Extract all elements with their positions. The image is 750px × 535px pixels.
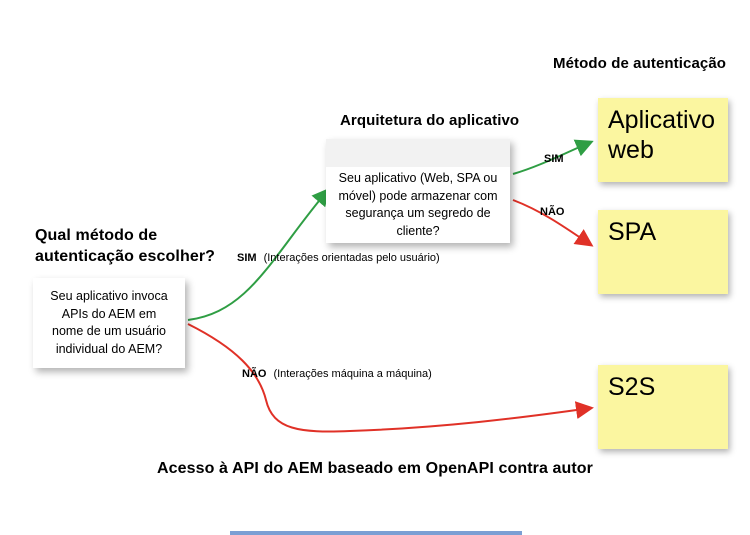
edge-label-sim-user: SIM (Interações orientadas pelo usuário) <box>237 252 440 264</box>
edge-nao-machine-arrow <box>187 323 594 433</box>
question-line: individual do AEM? <box>55 341 163 356</box>
question-line: Seu aplicativo invoca <box>50 289 168 303</box>
heading-which-method-line: Qual método de <box>35 227 158 244</box>
sticky-note-web-app: Aplicativo web <box>598 98 728 182</box>
edge-label-nao: NÃO <box>242 368 267 380</box>
question-line: cliente? <box>396 223 440 238</box>
edge-label-sim: SIM <box>237 252 257 264</box>
sticky-note-spa: SPA <box>598 210 728 294</box>
heading-which-method-line: autenticação escolher? <box>35 247 216 265</box>
edge-nao-secret-arrow <box>512 199 594 247</box>
question-card-body: Seu aplicativo (Web, SPA ou móvel) pode … <box>326 167 510 240</box>
heading-architecture: Arquitetura do aplicativo <box>340 112 520 129</box>
edge-sim-secret-arrow <box>512 139 594 175</box>
heading-which-method: Qual método de autenticação escolher? <box>35 226 215 268</box>
edge-caption-user-interactions: (Interações orientadas pelo usuário) <box>263 252 440 264</box>
sticky-note-s2s: S2S <box>598 365 728 449</box>
card-header-strip <box>326 139 510 167</box>
question-line: Seu aplicativo (Web, SPA ou <box>338 171 498 185</box>
footer-caption: Acesso à API do AEM baseado em OpenAPI c… <box>156 460 593 477</box>
question-card-user-apis: Seu aplicativo invoca APIs do AEM em nom… <box>33 278 185 368</box>
question-line: nome de um usuário <box>52 324 166 338</box>
edge-caption-machine-interactions: (Interações máquina a máquina) <box>273 368 432 380</box>
bottom-edge-artifact <box>230 531 522 535</box>
question-line: móvel) pode armazenar com <box>338 188 498 203</box>
edge-label-nao-machine: NÃO (Interações máquina a máquina) <box>242 368 432 380</box>
heading-auth-method: Método de autenticação <box>553 55 727 72</box>
question-line: APIs do AEM em <box>61 306 157 321</box>
question-card-client-secret: Seu aplicativo (Web, SPA ou móvel) pode … <box>326 139 510 243</box>
question-line: segurança um segredo de <box>345 206 491 220</box>
edge-label-nao-secret: NÃO <box>540 206 565 218</box>
edge-sim-user-arrow <box>187 187 330 321</box>
edge-label-sim-secret: SIM <box>544 153 564 165</box>
